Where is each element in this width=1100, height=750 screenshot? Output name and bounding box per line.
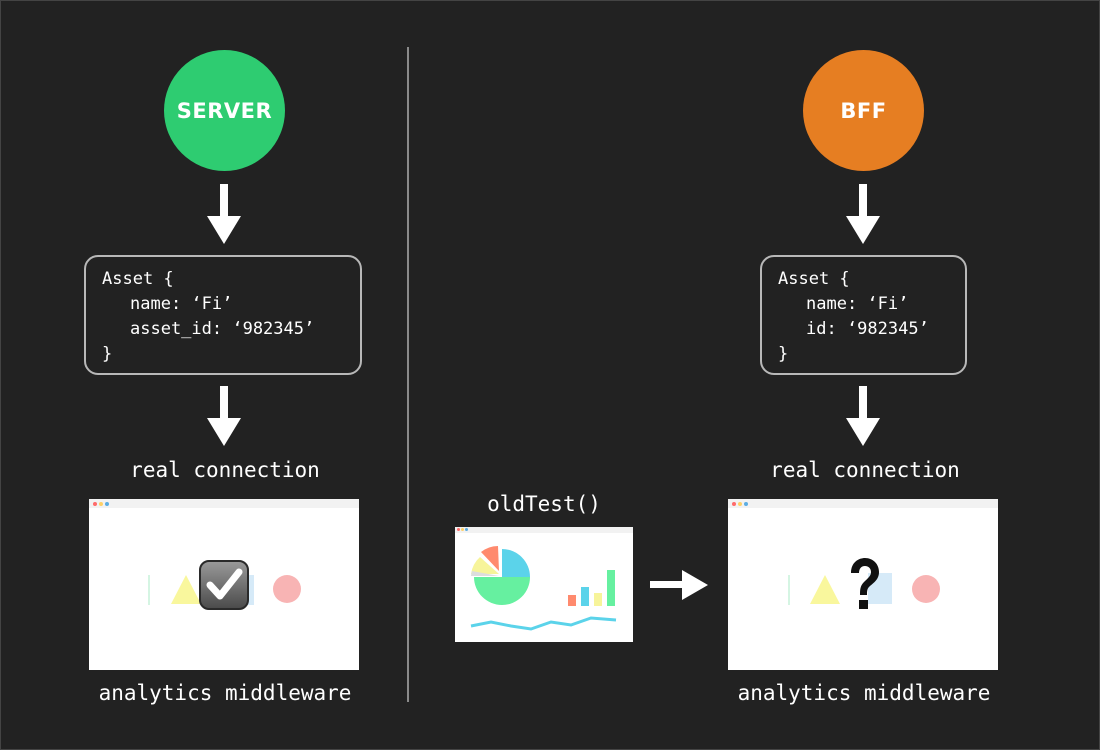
down-arrow-icon (207, 184, 241, 244)
middleware-label: analytics middleware (737, 681, 991, 705)
maximize-dot-icon (744, 502, 748, 506)
panel-divider (407, 47, 409, 702)
minimize-dot-icon (99, 502, 103, 506)
pie-slice-gray (471, 571, 499, 576)
minimize-dot-icon (461, 528, 464, 531)
middleware-browser-window (728, 499, 998, 670)
circle-shape (912, 575, 940, 603)
checkmark-icon (199, 560, 249, 610)
code-line: id: ‘982345’ (806, 319, 929, 339)
pie-slice-blue (502, 549, 530, 577)
bff-node-label: BFF (840, 98, 887, 123)
circle-shape (273, 575, 301, 603)
code-line: } (778, 344, 789, 364)
server-node-label: SERVER (176, 98, 273, 123)
bar-blue (581, 587, 589, 606)
dashboard-charts-icon (470, 546, 617, 631)
code-line: asset_id: ‘982345’ (130, 319, 315, 339)
asset-code-block: Asset { name: ‘Fi’ asset_id: ‘982345’ } (84, 255, 362, 375)
middleware-browser-window (89, 499, 359, 670)
down-arrow-icon (846, 184, 880, 244)
close-dot-icon (93, 502, 97, 506)
minimize-dot-icon (738, 502, 742, 506)
down-arrow-icon (207, 386, 241, 446)
server-node: SERVER (164, 50, 285, 171)
bff-node: BFF (803, 50, 924, 171)
close-dot-icon (732, 502, 736, 506)
old-test-dashboard-window (455, 527, 633, 642)
down-arrow-icon (846, 386, 880, 446)
middleware-label: analytics middleware (98, 681, 352, 705)
code-line: Asset { (102, 269, 174, 289)
old-test-label: oldTest() (487, 492, 601, 516)
bar-yellow (594, 593, 602, 606)
browser-title-bar (455, 527, 633, 533)
trend-line (470, 616, 617, 631)
triangle-shape (171, 575, 201, 604)
close-dot-icon (457, 528, 460, 531)
maximize-dot-icon (105, 502, 109, 506)
asset-code-block: Asset { name: ‘Fi’ id: ‘982345’ } (760, 255, 967, 375)
bar-green (607, 570, 615, 606)
right-arrow-icon (650, 570, 708, 600)
bar-orange (568, 595, 576, 606)
browser-title-bar (89, 499, 359, 508)
bar-shape (148, 575, 150, 605)
question-mark-icon (851, 558, 879, 609)
code-line: } (102, 344, 113, 364)
connection-label: real connection (130, 458, 320, 482)
code-line: name: ‘Fi’ (130, 294, 233, 314)
code-line: Asset { (778, 269, 850, 289)
triangle-shape (810, 575, 840, 604)
bar-shape (788, 575, 790, 605)
maximize-dot-icon (465, 528, 468, 531)
connection-label: real connection (770, 458, 960, 482)
middleware-shapes (788, 573, 940, 605)
pie-slice-green (474, 577, 530, 605)
browser-title-bar (728, 499, 998, 508)
code-line: name: ‘Fi’ (806, 294, 909, 314)
pie-slice-yellow (471, 557, 499, 574)
pie-slice-orange (481, 546, 499, 571)
